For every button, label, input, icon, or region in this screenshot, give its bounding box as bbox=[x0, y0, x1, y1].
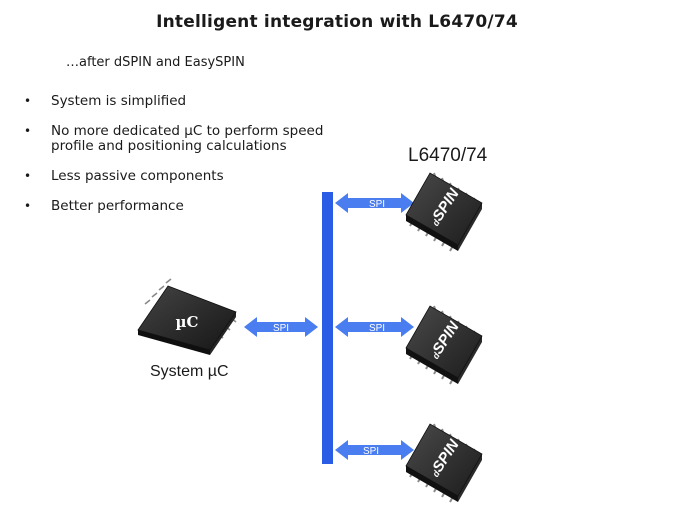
mcu-chip-text: µC bbox=[176, 313, 199, 331]
system-mcu-label: System µC bbox=[150, 363, 229, 380]
arrow-label: SPI bbox=[369, 199, 385, 210]
bullet-item: Better performance bbox=[22, 199, 362, 215]
mcu-chip: µC bbox=[137, 278, 237, 355]
chip2-spi-arrow: SPI bbox=[335, 317, 414, 337]
bullet-item: Less passive components bbox=[22, 169, 362, 185]
chip-logo-prefix: d bbox=[430, 350, 442, 360]
chip3-spi-arrow: SPI bbox=[335, 440, 414, 460]
arrow-label: SPI bbox=[363, 446, 379, 457]
chip1-spi-arrow: SPI bbox=[335, 193, 414, 213]
slide-subtitle: …after dSPIN and EasySPIN bbox=[66, 55, 245, 70]
mcu-spi-arrow: SPI bbox=[244, 317, 318, 337]
l6470-label: L6470/74 bbox=[408, 145, 488, 166]
chip-logo-prefix: d bbox=[430, 468, 442, 478]
chip-logo-prefix: d bbox=[430, 217, 442, 227]
bullet-list: System is simplified No more dedicated µ… bbox=[22, 94, 362, 229]
bullet-item: No more dedicated µC to perform speed pr… bbox=[22, 124, 362, 154]
spi-bus-bar bbox=[322, 192, 333, 464]
dspin-chip-1: dSPIN bbox=[405, 172, 483, 252]
slide-title: Intelligent integration with L6470/74 bbox=[156, 12, 518, 32]
arrow-label: SPI bbox=[273, 323, 289, 334]
dspin-chip-3: dSPIN bbox=[405, 423, 483, 503]
bullet-item: System is simplified bbox=[22, 94, 362, 110]
arrow-label: SPI bbox=[369, 323, 385, 334]
dspin-chip-2: dSPIN bbox=[405, 305, 483, 385]
